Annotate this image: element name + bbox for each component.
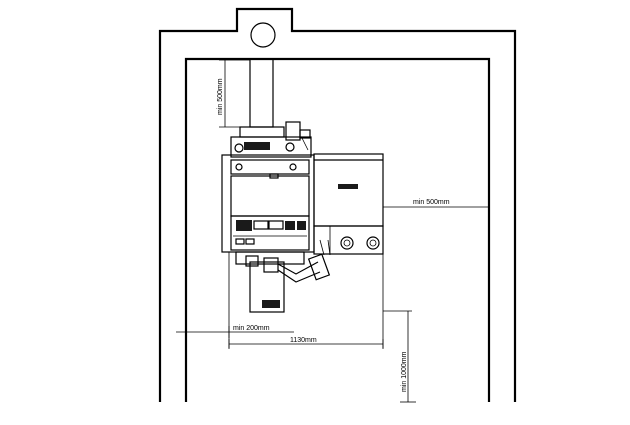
top-clearance-dimension: min 500mm: [217, 59, 250, 128]
fuel-hopper: [313, 153, 384, 255]
flue-pipe: [249, 58, 274, 128]
inner-wall: [184, 57, 491, 402]
top-clearance-label: min 500mm: [217, 78, 224, 115]
control-panel: [230, 215, 310, 251]
outer-wall: [158, 7, 517, 402]
right-clearance-label: min 500mm: [413, 199, 450, 206]
right-clearance-dimension: min 500mm: [382, 199, 490, 213]
left-clearance-label: min 200mm: [233, 325, 270, 332]
flue-opening: [250, 22, 276, 48]
left-clearance-dimension: min 200mm: [176, 325, 294, 338]
width-label: 1130mm: [290, 337, 317, 344]
front-clearance-dimension: min 1000mm: [383, 310, 416, 403]
burner-head: [230, 121, 312, 158]
width-dimension: 1130mm: [228, 337, 384, 349]
boiler-body: [221, 154, 315, 253]
front-clearance-label: min 1000mm: [401, 351, 408, 392]
feeder-assembly: [235, 239, 331, 313]
